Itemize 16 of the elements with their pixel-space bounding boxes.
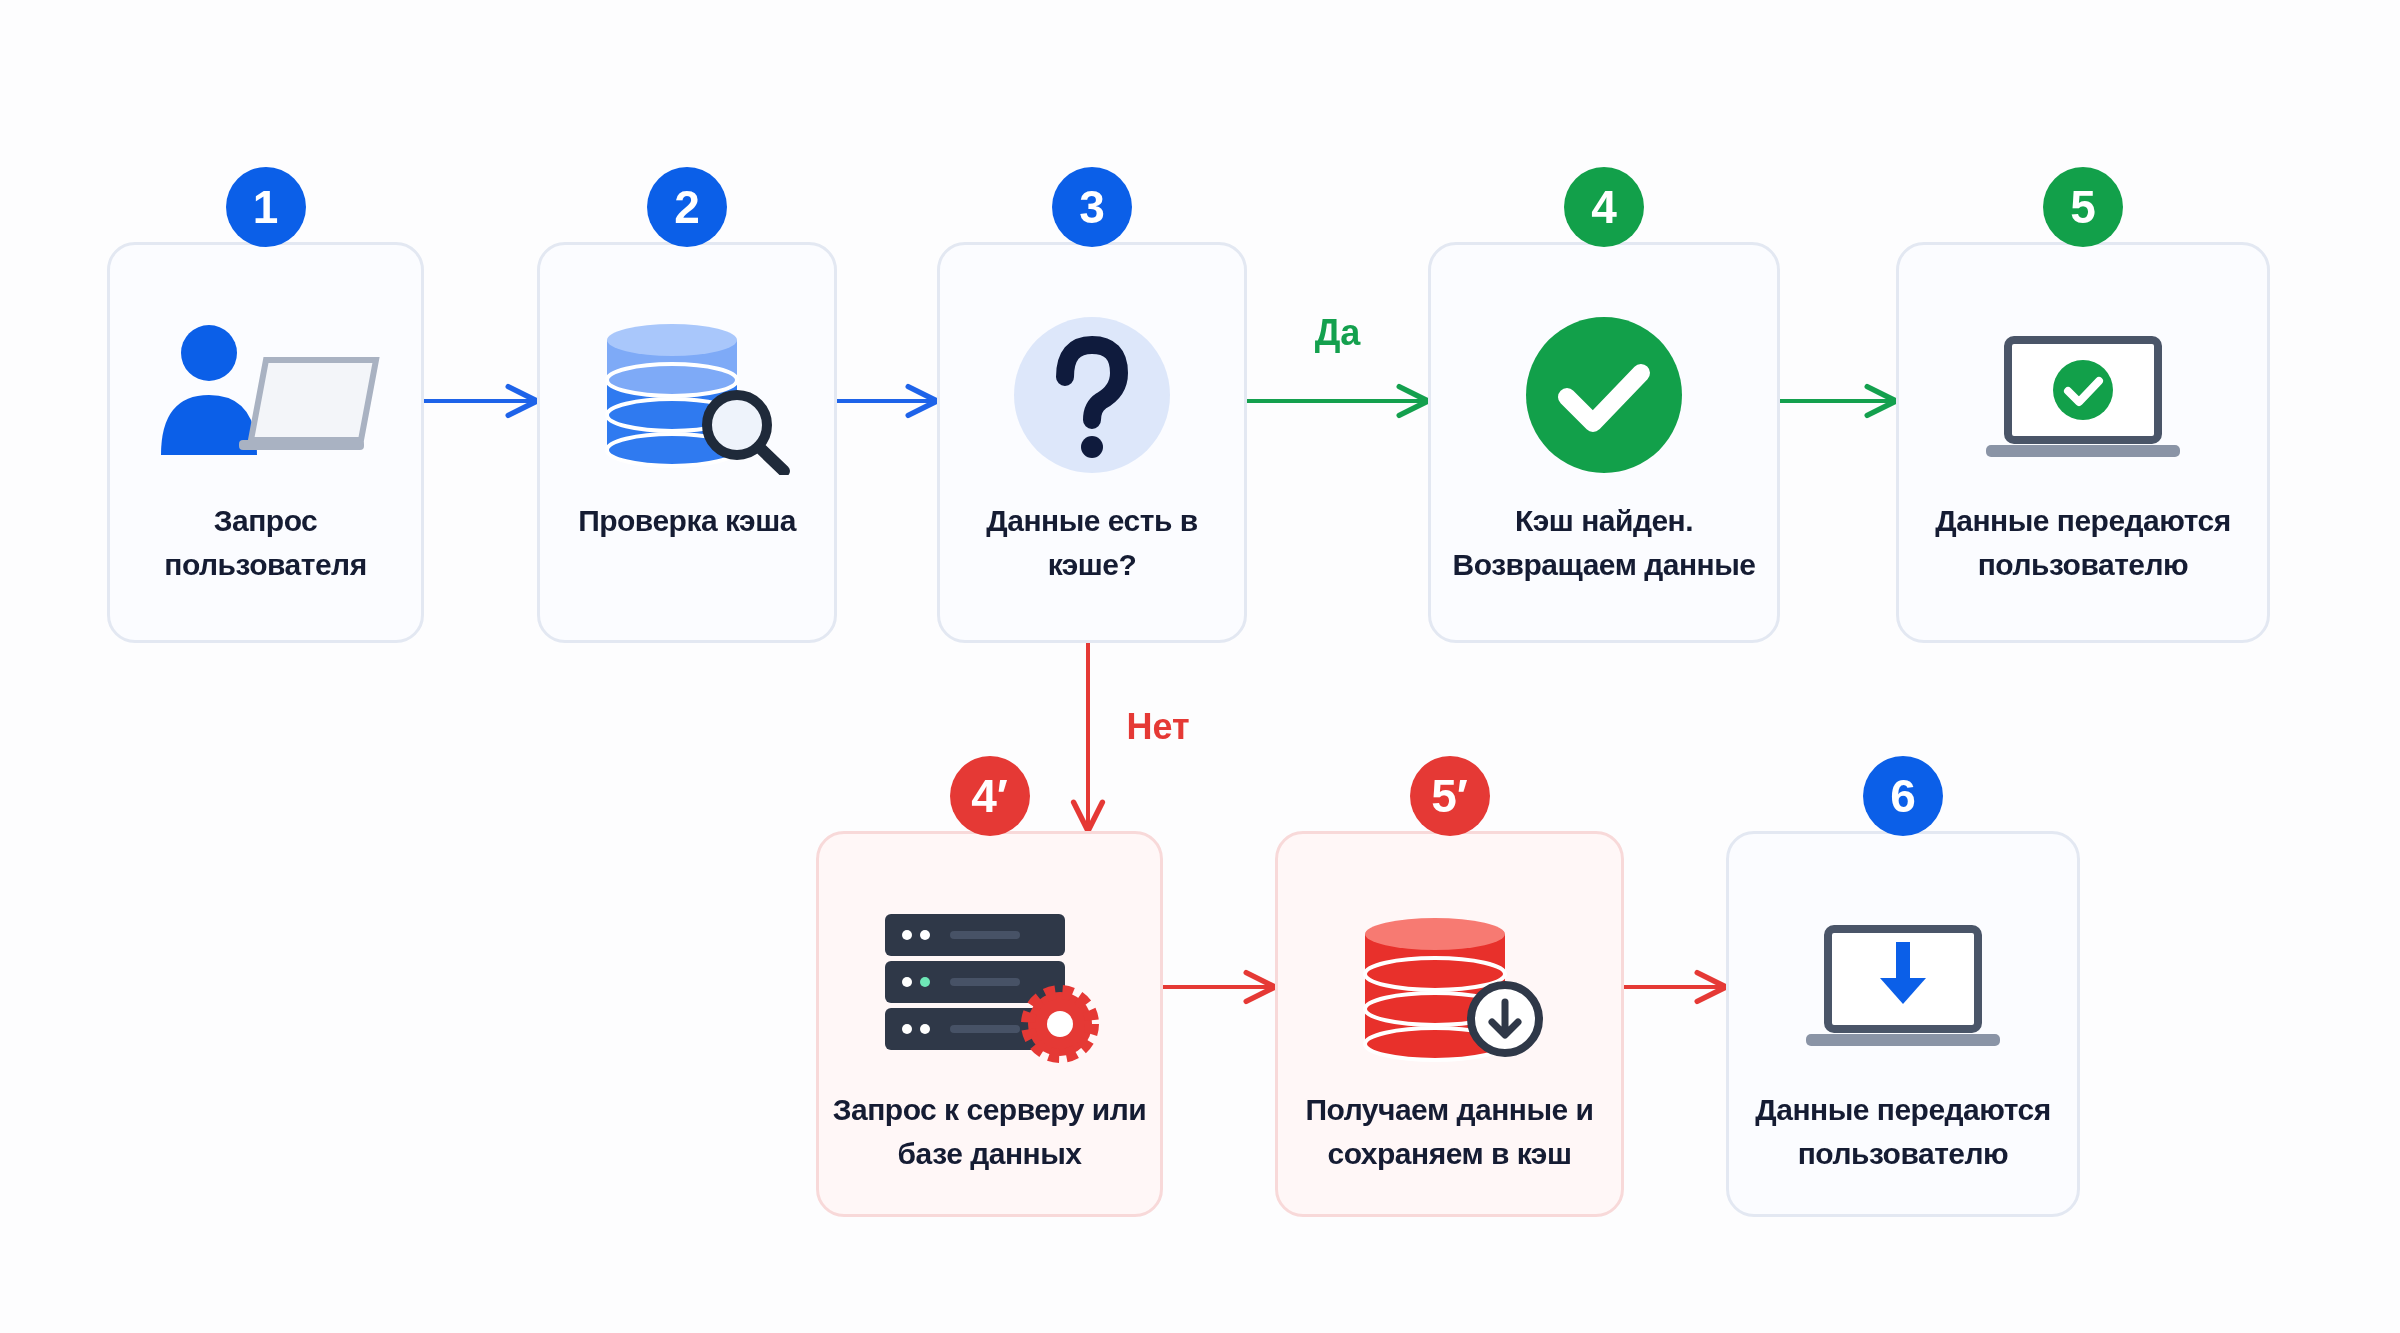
step-label: Запрос к серверу или базе данных: [831, 1092, 1148, 1172]
step-label: Получаем данные и сохраняем в кэш: [1304, 1092, 1595, 1172]
step-number-badge: 4′: [949, 756, 1030, 836]
step-number-badge: 2: [647, 167, 727, 247]
step-number-badge: 4: [1564, 167, 1644, 247]
step-label: Запрос пользователя: [163, 503, 368, 583]
step-label: Данные передаются пользователю: [1754, 1092, 2052, 1172]
step-label: Проверка кэша: [577, 503, 798, 539]
step-number-badge: 6: [1863, 756, 1943, 836]
step-number-badge: 5: [2043, 167, 2123, 247]
step-label: Данные есть в кэше?: [985, 503, 1199, 583]
step-number-badge: 3: [1052, 167, 1132, 247]
step-label: Данные передаются пользователю: [1934, 503, 2232, 583]
step-number-badge: 1: [225, 167, 306, 247]
step-label: Кэш найден. Возвращаем данные: [1451, 503, 1757, 583]
step-number-badge: 5′: [1409, 756, 1490, 836]
